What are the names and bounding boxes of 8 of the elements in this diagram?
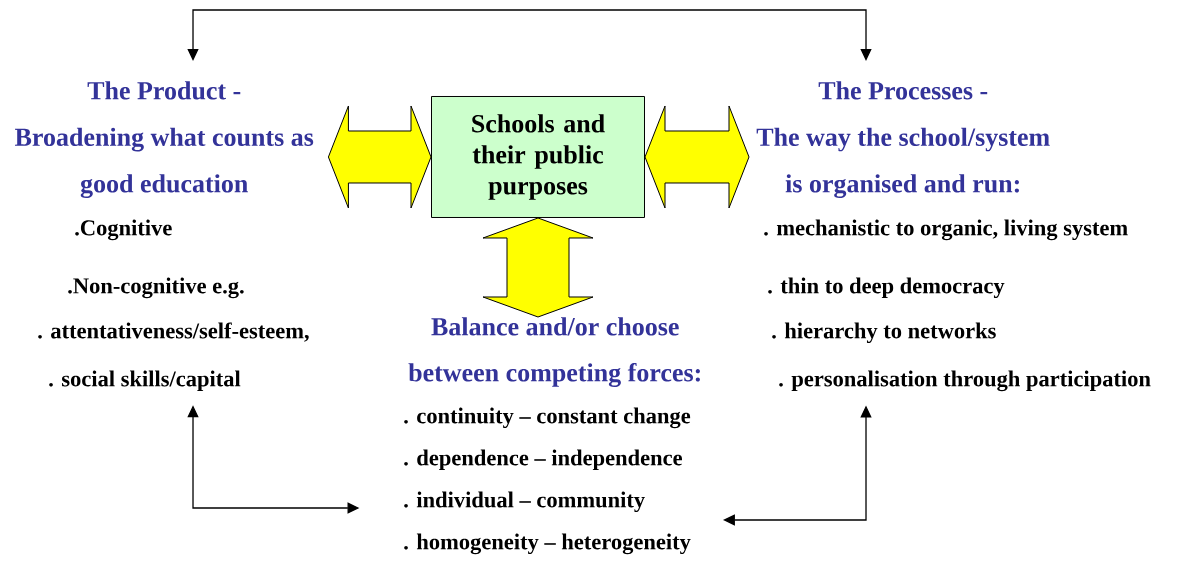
block-arrow — [482, 217, 594, 318]
block-arrow — [327, 105, 432, 209]
text-group: Balance and/or choose between competing forces: . continuity – constant change . dependence – independence . individual – community . homogeneity – heterogeneity — [404, 317, 700, 555]
connector-arrow — [187, 9, 872, 61]
text-group: The Product - Broadening what counts as good education .Cognitive .Non-cognitive e.g. . attentativeness/self-esteem, . social skills/capital — [15, 81, 314, 391]
block-arrow — [644, 105, 750, 209]
text-group: The Processes - The way the school/system is organised and run: . mechanistic to organic, living system . thin to deep democracy . hierarchy to networks . personalisation through participation — [756, 81, 1151, 392]
process-box: Schools and their public purposes — [431, 96, 645, 218]
